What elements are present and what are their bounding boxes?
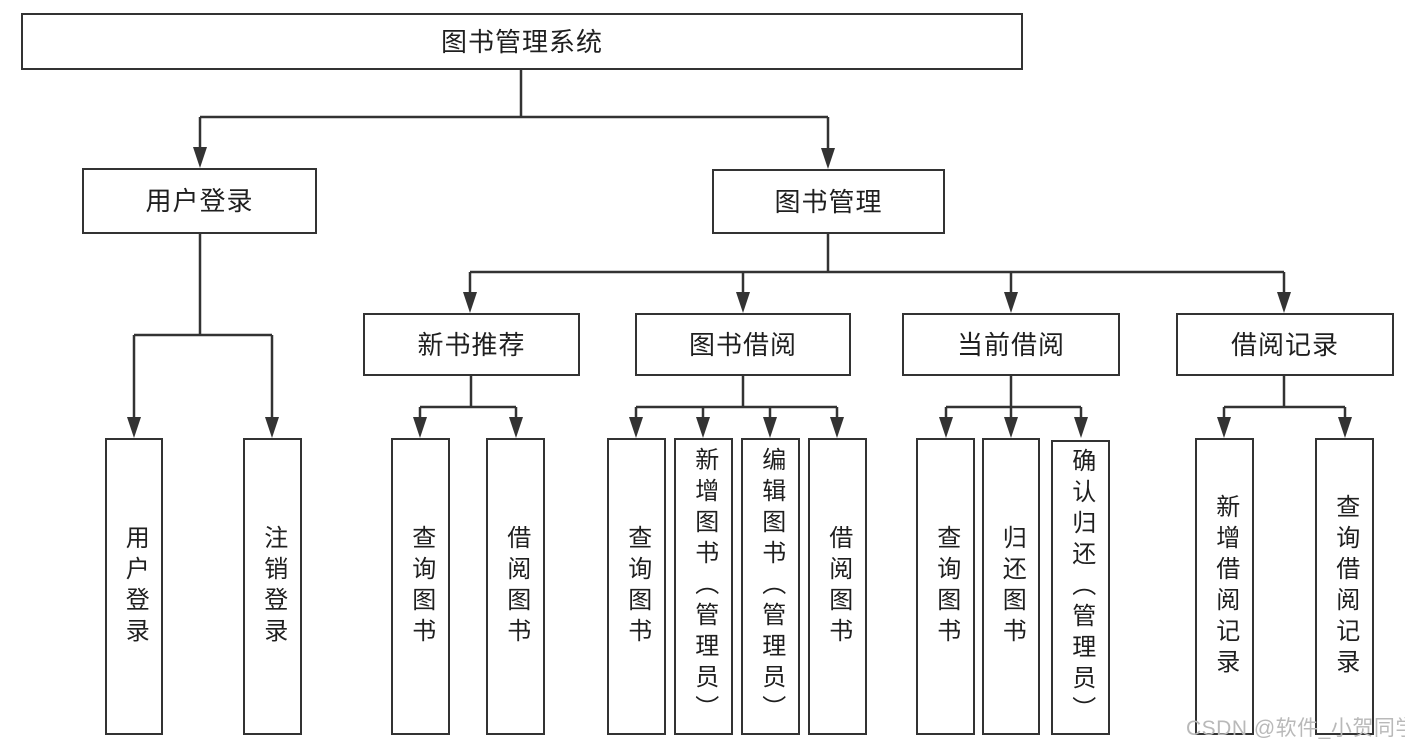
leaf-newbook-borrow-books: 借阅图书: [486, 438, 545, 735]
csdn-watermark: CSDN @软件_小贺同学: [1186, 717, 1405, 740]
node-current-borrowing: 当前借阅: [902, 313, 1120, 376]
leaf-edit-books-admin: 编辑图书（管理员）: [741, 438, 800, 735]
node-book-borrowing: 图书借阅: [635, 313, 851, 376]
leaf-return-books: 归还图书: [982, 438, 1040, 735]
leaf-query-borrow-record-label: 查询借阅记录: [1331, 493, 1359, 680]
connector-book-mgmt-branch: [463, 233, 1291, 313]
leaf-add-books-admin: 新增图书（管理员）: [674, 438, 733, 735]
leaf-borrowing-borrow-books-label: 借阅图书: [824, 524, 852, 649]
connector-current-borrow-branch: [939, 376, 1088, 438]
leaf-confirm-return-admin-label: 确认归还（管理员）: [1067, 448, 1095, 727]
leaf-user-login-label: 用户登录: [121, 524, 149, 649]
node-borrow-records: 借阅记录: [1176, 313, 1394, 376]
node-book-management-label: 图书管理: [774, 186, 883, 217]
leaf-newbook-borrow-books-label: 借阅图书: [502, 524, 530, 649]
leaf-logout: 注销登录: [243, 438, 302, 735]
node-current-borrowing-label: 当前借阅: [956, 329, 1065, 360]
connector-root-branch: [193, 69, 835, 169]
node-user-login-label: 用户登录: [145, 186, 254, 216]
leaf-edit-books-admin-label: 编辑图书（管理员）: [757, 447, 785, 726]
node-library-system: 图书管理系统: [21, 13, 1023, 70]
connector-new-book-branch: [413, 376, 523, 438]
leaf-return-books-label: 归还图书: [998, 524, 1026, 649]
leaf-newbook-query-books-label: 查询图书: [407, 524, 435, 649]
leaf-borrowing-borrow-books: 借阅图书: [808, 438, 867, 735]
node-book-borrowing-label: 图书借阅: [688, 329, 797, 360]
leaf-user-login: 用户登录: [105, 438, 163, 735]
leaf-add-borrow-record: 新增借阅记录: [1195, 438, 1254, 735]
leaf-newbook-query-books: 查询图书: [391, 438, 450, 735]
node-new-book-recommend: 新书推荐: [363, 313, 580, 376]
leaf-current-query-books: 查询图书: [916, 438, 975, 735]
connector-book-borrow-branch: [629, 376, 844, 438]
leaf-add-books-admin-label: 新增图书（管理员）: [690, 447, 718, 726]
node-book-management: 图书管理: [712, 169, 945, 234]
leaf-borrowing-query-books-label: 查询图书: [623, 524, 651, 649]
leaf-add-borrow-record-label: 新增借阅记录: [1211, 493, 1239, 680]
node-user-login: 用户登录: [82, 168, 317, 234]
node-new-book-recommend-label: 新书推荐: [417, 329, 526, 360]
leaf-query-borrow-record: 查询借阅记录: [1315, 438, 1374, 735]
connector-borrow-record-branch: [1217, 376, 1352, 438]
leaf-borrowing-query-books: 查询图书: [607, 438, 666, 735]
leaf-current-query-books-label: 查询图书: [932, 524, 960, 649]
connector-user-login-branch: [127, 233, 279, 438]
leaf-confirm-return-admin: 确认归还（管理员）: [1051, 440, 1110, 735]
node-library-system-label: 图书管理系统: [440, 26, 603, 57]
node-borrow-records-label: 借阅记录: [1230, 329, 1339, 360]
leaf-logout-label: 注销登录: [259, 524, 287, 649]
